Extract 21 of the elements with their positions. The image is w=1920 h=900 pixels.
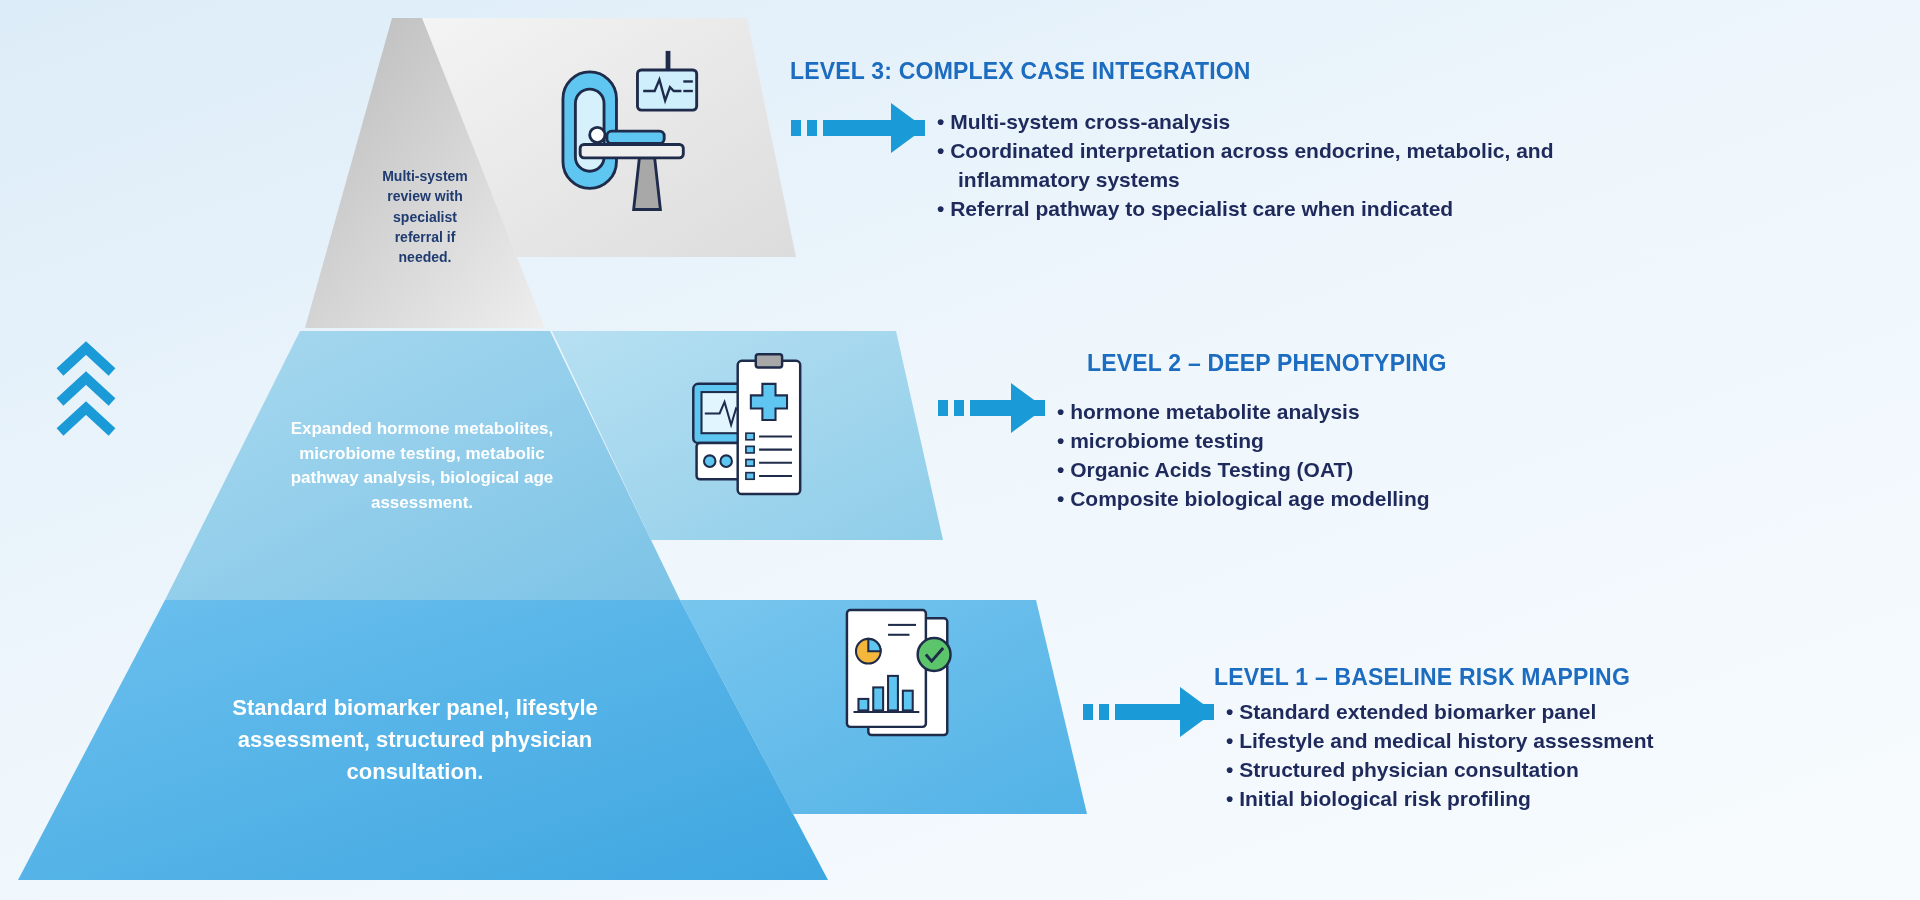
bullet-item: • microbiome testing (1057, 427, 1265, 454)
arrow (791, 103, 925, 153)
arrow (938, 383, 1045, 433)
bullet-item: • Standard extended biomarker panel (1226, 699, 1598, 725)
pyramid-tier (15, 600, 1089, 882)
level-heading: LEVEL 1 – BASELINE RISK MAPPING (1214, 664, 1631, 691)
arrow (1083, 687, 1214, 737)
bullet-item: • Referral pathway to specialist care when indicated (937, 195, 1455, 222)
bullet-item: • Structured physician consultation (1226, 756, 1580, 783)
tier-description: Standard biomarker panel, lifestyle assessment, structured physician consultation. (231, 694, 599, 786)
bullet-item: • hormone metabolite analysis (1057, 399, 1361, 425)
bullet-item: • Composite biological age modelling (1057, 485, 1431, 512)
bullet-item: • Coordinated interpretation across endocrine, metabolic, and inflammatory systems (937, 137, 1555, 193)
bullet-item: • Initial biological risk profiling (1226, 785, 1532, 812)
bullet-item: • Organic Acids Testing (OAT) (1057, 456, 1355, 483)
bullet-item: • Lifestyle and medical history assessment (1226, 727, 1655, 754)
bullet-item: • Multi-system cross-analysis (937, 109, 1232, 135)
tier-description: Multi-system review with specialist referral if needed. (381, 167, 469, 268)
level-heading: LEVEL 2 – DEEP PHENOTYPING (1087, 350, 1447, 377)
tier-description: Expanded hormone metabolites, microbiome testing, metabolic pathway analysis, biological age assessment. (289, 418, 555, 514)
level-heading: LEVEL 3: COMPLEX CASE INTEGRATION (790, 58, 1251, 85)
